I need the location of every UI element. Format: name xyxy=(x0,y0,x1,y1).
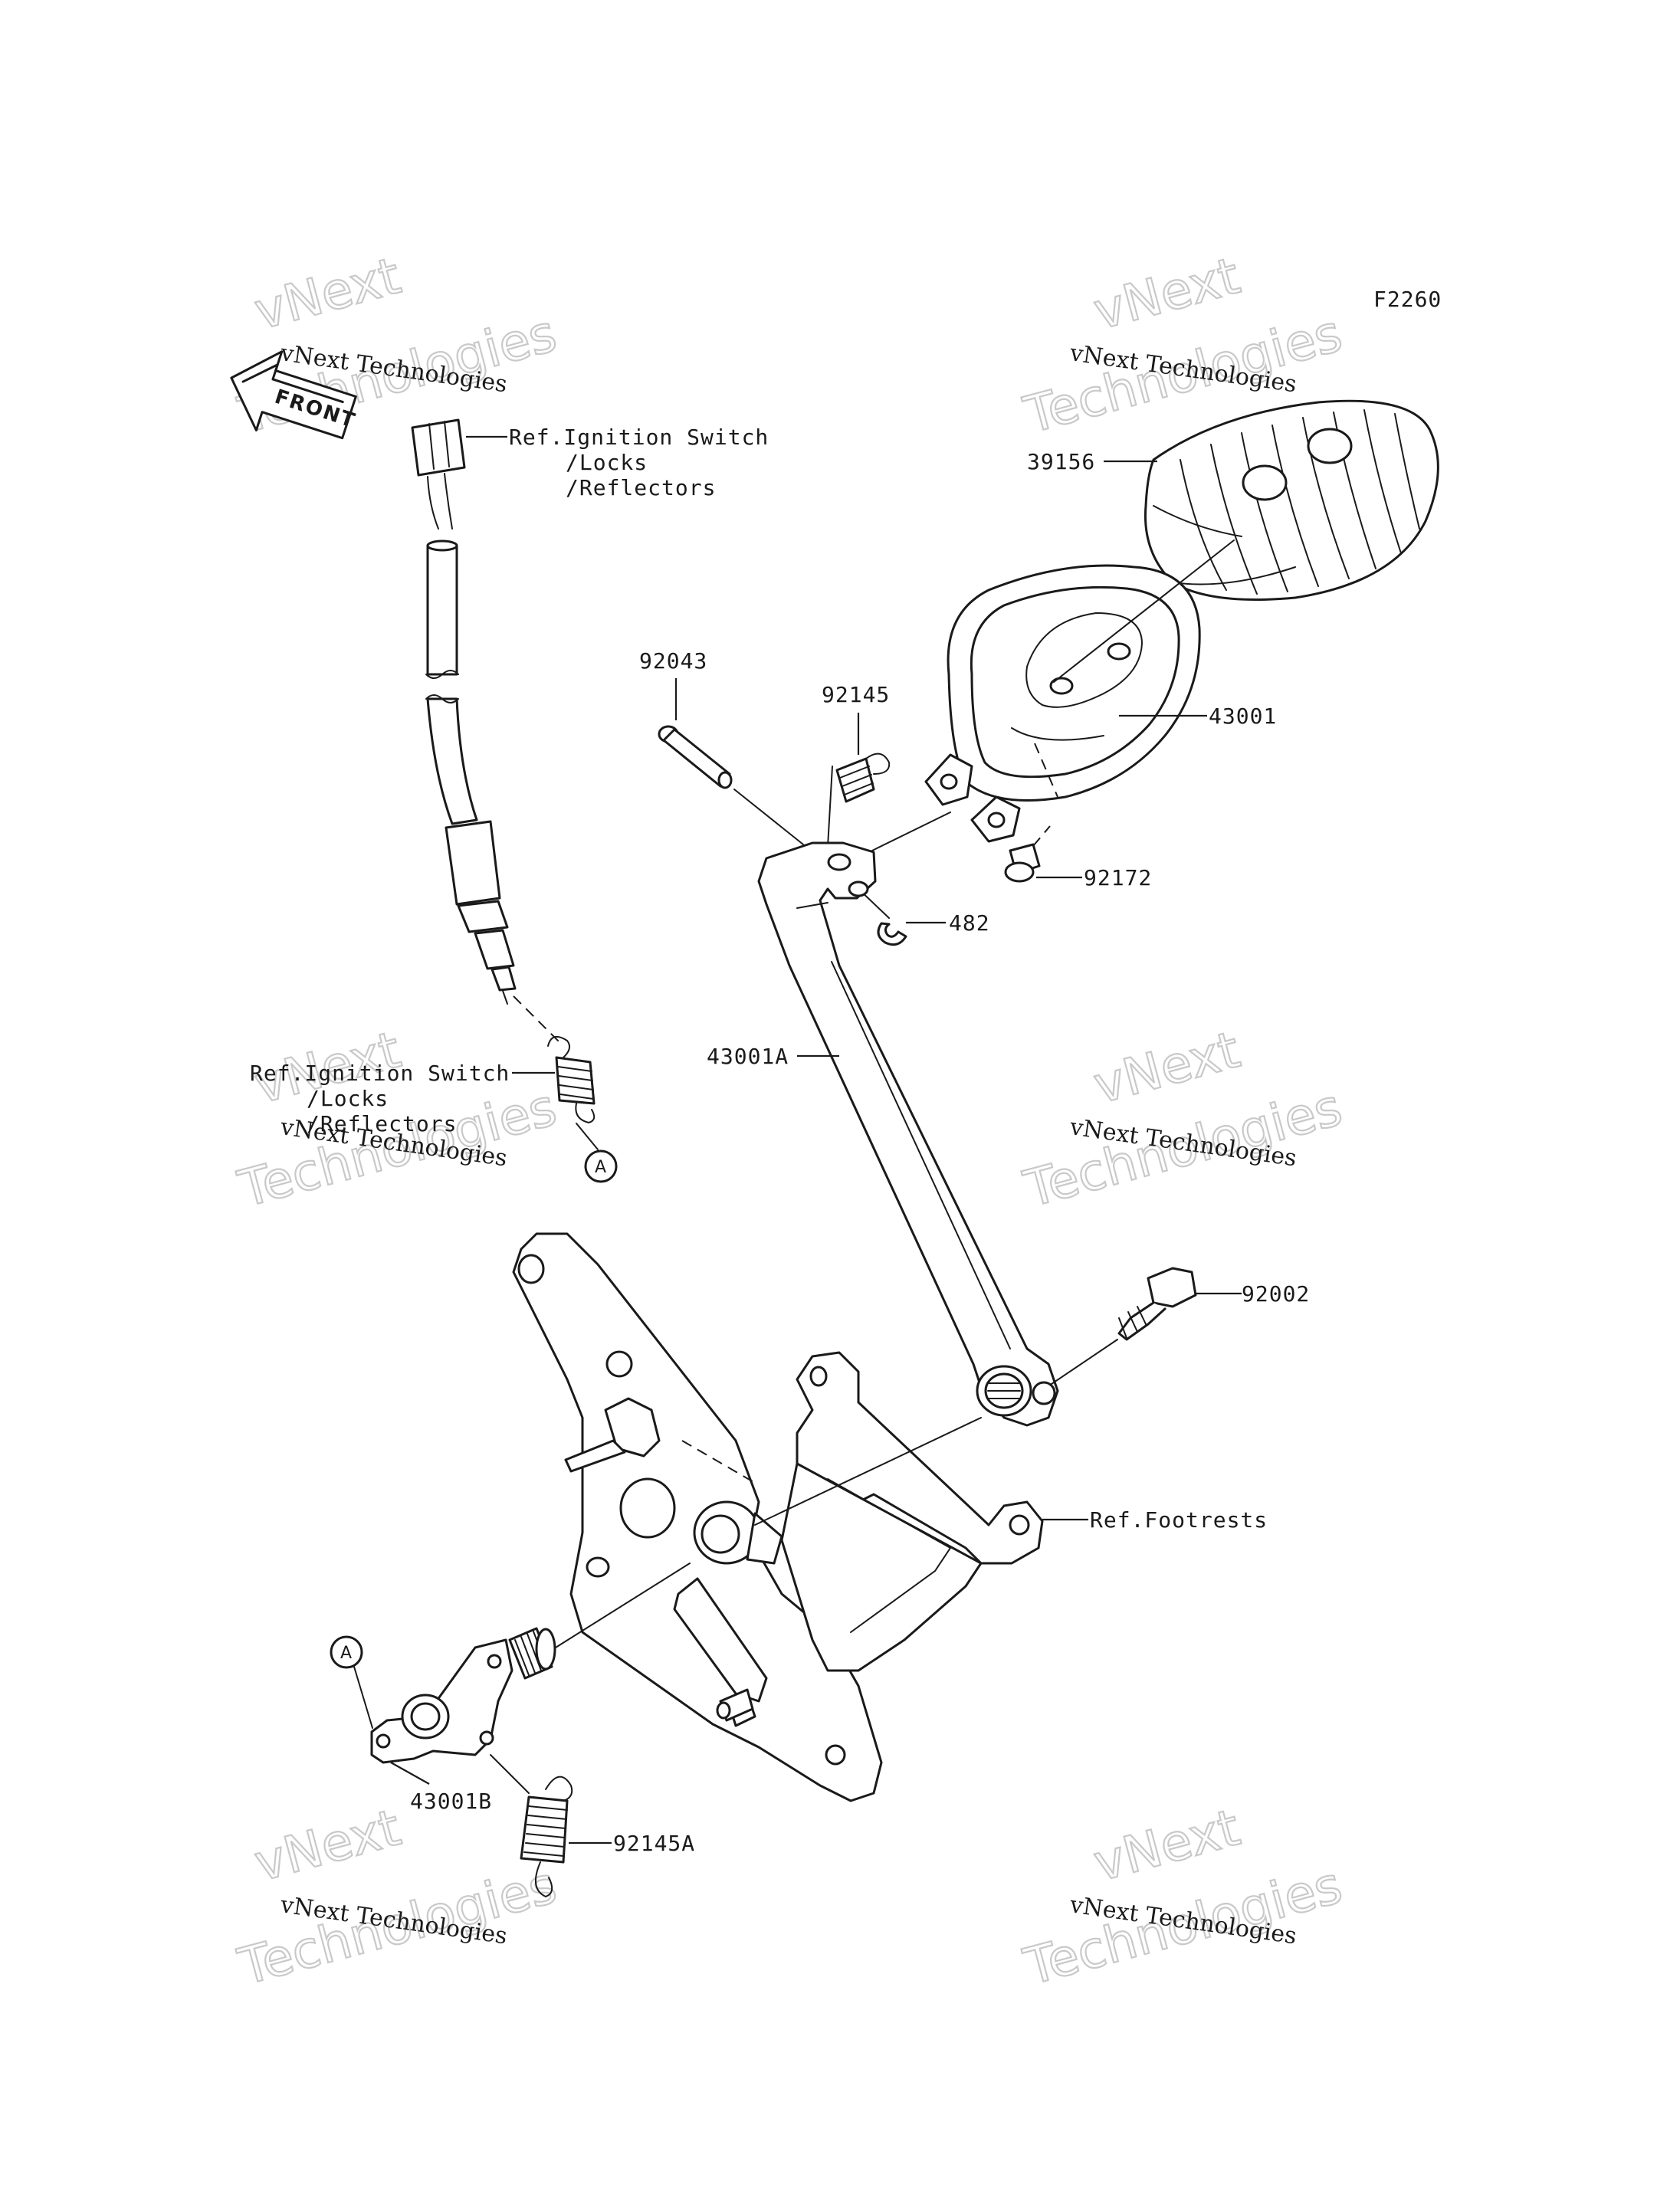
part-number-43001: 43001 xyxy=(1209,703,1277,729)
part-number-43001A: 43001A xyxy=(707,1044,789,1069)
bolt-92172 xyxy=(1004,843,1041,883)
watermark-bottom-left: vNext Technologies vNext Technologies xyxy=(231,1797,563,1998)
front-arrow-icon: FRONT xyxy=(230,350,359,440)
pad-39156 xyxy=(1144,399,1439,601)
callout-ref-ignition-top: Ref.Ignition Switch /Locks /Reflectors xyxy=(466,425,769,500)
spring-92145-icon xyxy=(835,753,891,803)
watermark-big-vnext: vNext xyxy=(248,246,406,341)
watermark-mid-right: vNext Technologies vNext Technologies xyxy=(1017,1019,1349,1220)
connector-mark-a-lower-label: A xyxy=(340,1644,352,1663)
ref-ignition-top-line2: /Locks xyxy=(566,450,648,475)
watermark-big-vnext: vNext xyxy=(1088,1798,1245,1893)
pad-bolt-mark-left xyxy=(1242,464,1288,501)
watermark-big-vnext: vNext xyxy=(248,1798,406,1893)
pad-alignment-line xyxy=(1053,539,1235,683)
ref-footrests-label: Ref.Footrests xyxy=(1090,1507,1268,1533)
clip-482-icon xyxy=(877,922,907,946)
part-number-92043: 92043 xyxy=(639,648,707,674)
callout-ref-ignition-mid: Ref.Ignition Switch /Locks /Reflectors xyxy=(250,1061,555,1136)
cable-lower xyxy=(426,697,478,825)
part-number-92145: 92145 xyxy=(822,682,890,707)
ref-ignition-mid-line2: /Locks xyxy=(307,1086,389,1111)
brake-switch-body xyxy=(445,820,501,906)
ref-ignition-mid-line1: Ref.Ignition Switch xyxy=(250,1061,510,1086)
pin-92043 xyxy=(658,725,733,789)
ref-ignition-top-line1: Ref.Ignition Switch xyxy=(509,425,769,450)
connector-mark-a-upper xyxy=(584,1149,618,1183)
ref-ignition-mid-line3: /Reflectors xyxy=(307,1111,457,1136)
footrest-bracket xyxy=(512,1232,1044,1802)
watermark-big-vnext: vNext xyxy=(1088,246,1245,341)
part-number-92145A: 92145A xyxy=(613,1831,695,1856)
pedal-top-43001 xyxy=(924,564,1201,843)
connector-mark-a-upper-label: A xyxy=(595,1158,606,1177)
leader-43001B xyxy=(390,1762,430,1785)
part-number-92002: 92002 xyxy=(1242,1281,1310,1307)
watermark-bottom-right: vNext Technologies vNext Technologies xyxy=(1017,1797,1349,1998)
brake-switch-assembly: A xyxy=(411,418,618,1183)
switch-spring-icon xyxy=(547,1035,596,1124)
pedal-arm-43001A xyxy=(757,841,1059,1427)
part-number-92172: 92172 xyxy=(1084,865,1152,890)
figure-code: F2260 xyxy=(1373,287,1442,312)
watermark-big-vnext: vNext xyxy=(1088,1020,1245,1115)
ref-ignition-top-line3: /Reflectors xyxy=(566,475,716,500)
lever-43001B xyxy=(370,1627,556,1764)
pad-bolt-mark-right xyxy=(1307,428,1353,464)
bolt-92002 xyxy=(1117,1267,1197,1341)
part-number-39156: 39156 xyxy=(1027,449,1095,474)
part-number-482: 482 xyxy=(949,910,990,936)
part-number-43001B: 43001B xyxy=(410,1789,492,1814)
connector-mark-a-lower xyxy=(330,1635,363,1669)
switch-connector xyxy=(411,418,466,477)
return-spring-92145A-icon xyxy=(520,1776,573,1898)
brake-pedal-pad xyxy=(1144,399,1439,601)
cable-upper xyxy=(426,544,458,676)
